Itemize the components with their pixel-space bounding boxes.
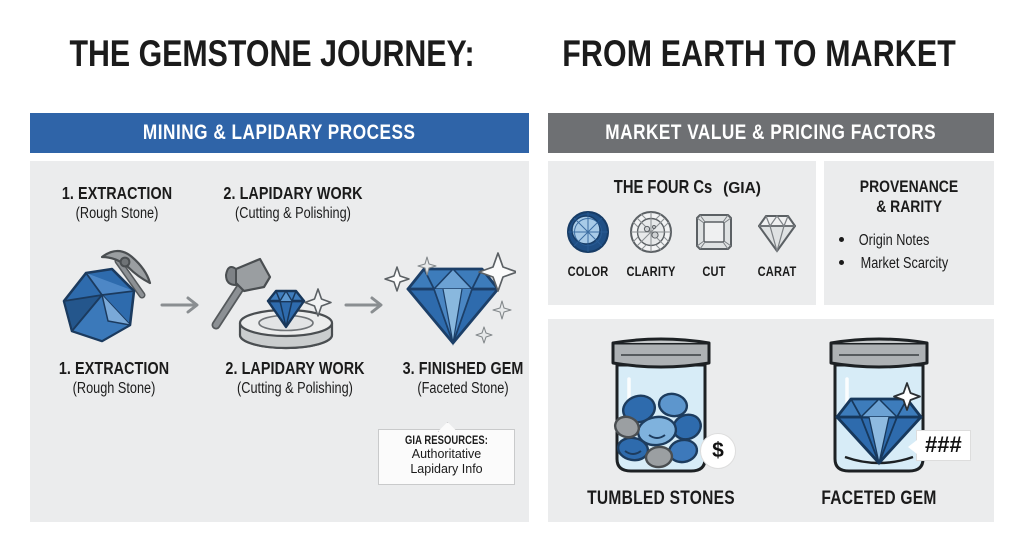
page-title-strong: THE GEMSTONE JOURNEY: [69, 33, 475, 74]
bottom-step-3-lead: 3. FINISHED GEM [402, 358, 524, 378]
gia-resources-callout[interactable]: GIA RESOURCES: Authoritative Lapidary In… [378, 422, 515, 485]
top-step-2-sub: (Cutting & Polishing) [235, 204, 351, 222]
gia-callout-title: GIA RESOURCES: [404, 435, 489, 447]
square-princess-cut-gem-icon [695, 214, 732, 250]
tumbled-stones-caption: TUMBLED STONES [587, 488, 735, 509]
left-panel-header: MINING & LAPIDARY PROCESS [30, 113, 529, 153]
faceted-diamond-with-sparkles-icon [384, 252, 516, 346]
list-item: Origin Notes [839, 229, 989, 252]
price-badge-hash: ### [908, 430, 971, 461]
right-panel-header: MARKET VALUE & PRICING FACTORS [548, 113, 994, 153]
provenance-bullet-2: Market Scarcity [860, 255, 949, 273]
bottom-step-3-sub: (Faceted Stone) [417, 379, 509, 397]
provenance-title-line1: PROVENANCE [859, 177, 959, 196]
bottom-step-finished-gem: 3. FINISHED GEM (Faceted Stone) [368, 358, 558, 398]
bottom-step-2-sub: (Cutting & Polishing) [237, 379, 353, 397]
provenance-rarity-card: PROVENANCE & RARITY Origin Notes Market … [824, 161, 994, 305]
bottom-step-2-lead: 2. LAPIDARY WORK [225, 358, 365, 378]
price-badge-dollar-label: $ [712, 439, 724, 462]
top-step-extraction: 1. EXTRACTION (Rough Stone) [22, 183, 212, 223]
bottom-step-1-sub: (Rough Stone) [72, 379, 156, 397]
jar-with-faceted-gem-icon [829, 337, 929, 473]
faceted-gem-caption: FACETED GEM [821, 488, 937, 509]
faceted-gem-block: ### FACETED GEM [774, 331, 984, 510]
top-step-2-lead: 2. LAPIDARY WORK [223, 183, 363, 203]
market-value-panel: THE FOUR Cs (GIA) COLOR [548, 161, 994, 522]
four-cs-label-color: COLOR [567, 264, 608, 279]
round-gem-with-inclusions-icon [629, 211, 672, 253]
bullet-dot-icon [839, 260, 844, 266]
four-cs-item-carat[interactable]: CARAT [746, 209, 808, 279]
hammer-and-gem-on-wheel-icon [211, 257, 334, 350]
four-cs-title-paren: (GIA) [723, 180, 761, 197]
four-cs-item-cut[interactable]: CUT [683, 209, 745, 279]
four-cs-row: COLOR CLARITY [556, 209, 808, 279]
tumbled-stones-block: $ TUMBLED STONES [556, 331, 766, 510]
badge-tail [908, 440, 917, 454]
diamond-outline-icon [757, 214, 796, 254]
provenance-bullet-1: Origin Notes [858, 232, 930, 249]
top-step-1-sub: (Rough Stone) [75, 204, 159, 222]
arrow-right-icon-1 [160, 296, 199, 314]
top-step-lapidary: 2. LAPIDARY WORK (Cutting & Polishing) [178, 183, 408, 223]
price-badge-dollar: $ [700, 433, 736, 469]
page-title: THE GEMSTONE JOURNEY: FROM EARTH TO MARK… [0, 32, 1024, 76]
four-cs-label-carat: CARAT [757, 264, 796, 279]
jars-comparison-card: $ TUMBLED STONES [548, 319, 994, 522]
bottom-step-lapidary: 2. LAPIDARY WORK (Cutting & Polishing) [182, 358, 408, 398]
provenance-title: PROVENANCE & RARITY [824, 177, 994, 216]
round-brilliant-blue-gem-icon [566, 211, 609, 253]
list-item: Market Scarcity [839, 252, 989, 275]
four-cs-card: THE FOUR Cs (GIA) COLOR [548, 161, 816, 305]
arrow-right-icon-2 [344, 296, 383, 314]
four-cs-title: THE FOUR Cs (GIA) [548, 177, 816, 198]
left-panel-header-label: MINING & LAPIDARY PROCESS [143, 121, 416, 144]
four-cs-title-main: THE FOUR Cs [613, 177, 713, 197]
four-cs-item-color[interactable]: COLOR [557, 209, 619, 279]
bullet-dot-icon [839, 237, 844, 242]
four-cs-item-clarity[interactable]: CLARITY [620, 209, 682, 279]
price-badge-hash-label: ### [925, 432, 962, 457]
four-cs-label-cut: CUT [701, 264, 726, 279]
four-cs-label-clarity: CLARITY [625, 264, 676, 279]
gia-callout-line1: Authoritative [411, 447, 482, 461]
process-illustration [62, 249, 516, 350]
rough-stone-with-pickaxe-icon [62, 249, 152, 343]
gia-callout-line2: Lapidary Info [410, 461, 483, 476]
top-step-1-lead: 1. EXTRACTION [61, 183, 173, 203]
bottom-step-extraction: 1. EXTRACTION (Rough Stone) [14, 358, 214, 398]
page-title-light: FROM EARTH TO MARKET [562, 33, 956, 74]
provenance-bullet-list: Origin Notes Market Scarcity [839, 229, 989, 276]
jar-with-tumbled-stones-icon [611, 337, 711, 473]
right-panel-header-label: MARKET VALUE & PRICING FACTORS [605, 121, 937, 144]
bottom-step-1-lead: 1. EXTRACTION [58, 358, 170, 378]
provenance-title-line2: & RARITY [876, 196, 942, 216]
